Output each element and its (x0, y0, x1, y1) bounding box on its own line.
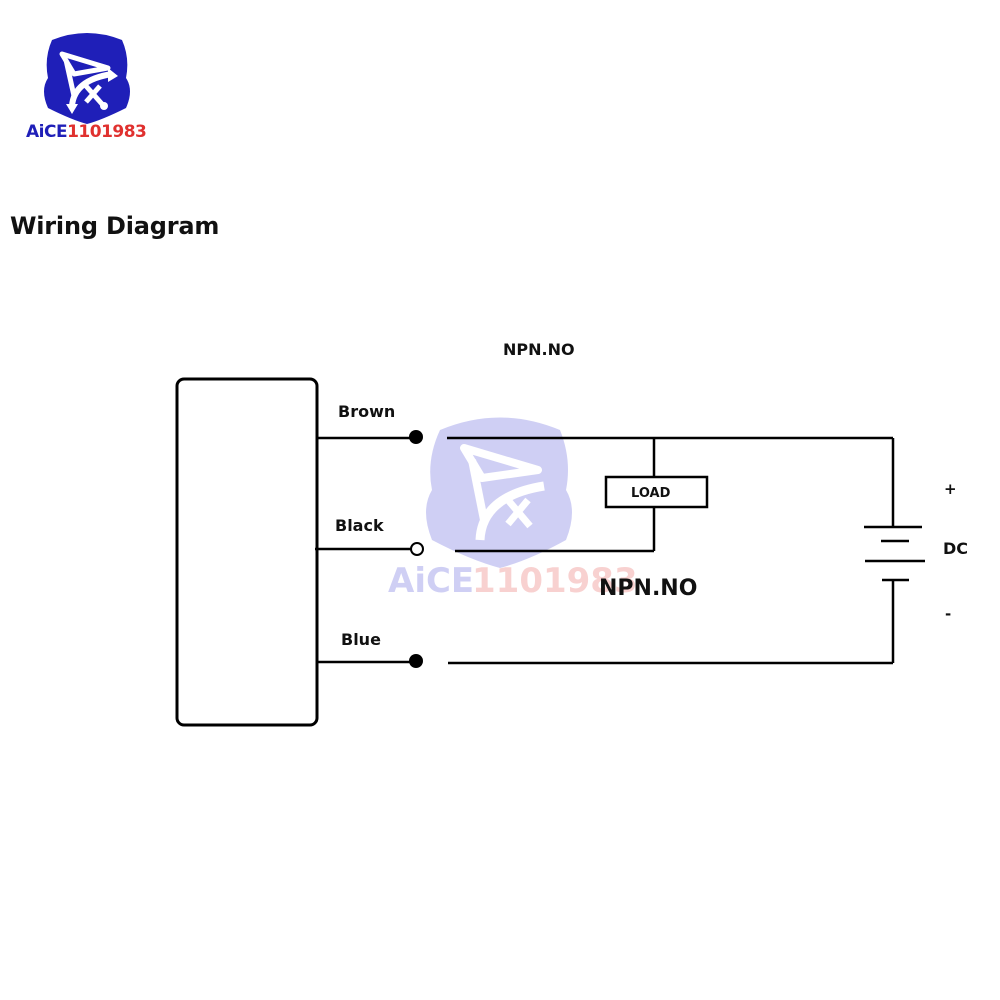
terminal-black (410, 542, 424, 556)
center-label: NPN.NO (599, 576, 697, 601)
watermark-text-blue: AiCE (388, 561, 474, 601)
load: LOAD (604, 438, 709, 551)
positive-label: + (944, 480, 957, 498)
wire-brown: Brown (317, 402, 893, 444)
watermark-text-red: 1101983 (472, 561, 638, 601)
page-title: Wiring Diagram (10, 212, 220, 240)
wire-label-brown: Brown (338, 402, 395, 421)
logo-wordmark: AiCE1101983 (26, 122, 147, 142)
brand-logo: AiCE1101983 (22, 28, 152, 143)
logo-text-blue: AiCE (26, 122, 68, 142)
dc-label: DC (943, 539, 968, 558)
top-label: NPN.NO (503, 340, 575, 359)
dc-battery-icon (864, 438, 925, 663)
logo-text-red: 1101983 (67, 122, 147, 142)
logo-shield-icon (44, 33, 130, 124)
watermark-shield-icon (426, 417, 572, 568)
negative-label: - (945, 605, 951, 623)
wire-label-black: Black (335, 516, 384, 535)
wire-blue: Blue (317, 630, 893, 668)
terminal-brown (409, 430, 423, 444)
sensor-body (175, 377, 319, 727)
wire-black: Black (315, 516, 654, 556)
wire-label-blue: Blue (341, 630, 381, 649)
load-box (604, 475, 709, 509)
watermark: AiCE 1101983 (388, 417, 638, 601)
terminal-blue (409, 654, 423, 668)
load-label: LOAD (631, 486, 671, 501)
